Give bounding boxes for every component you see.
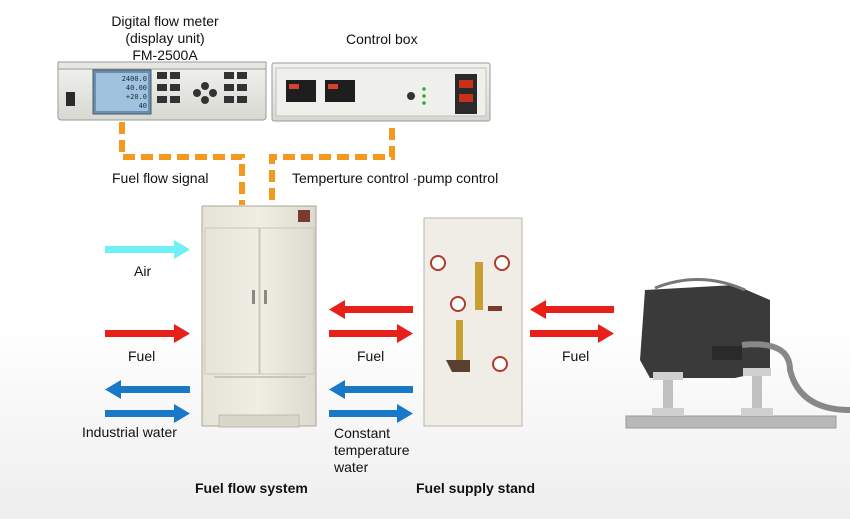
engine-on-stand xyxy=(625,278,850,429)
digital-flow-meter-device xyxy=(57,61,267,121)
fuel-flow-system-label: Fuel flow system xyxy=(195,480,308,496)
fuel-label-left: Fuel xyxy=(128,348,156,364)
signal-lines xyxy=(119,122,395,205)
industrial-water-out-arrow xyxy=(105,380,190,399)
reading-2: 40.00 xyxy=(125,84,147,92)
control-box-label: Control box xyxy=(346,31,418,47)
fuel-return-arrow-middle xyxy=(329,300,413,319)
fuel-supply-stand-panel xyxy=(423,217,523,427)
fuel-return-arrow-right xyxy=(530,300,614,319)
fuel-arrow-left xyxy=(105,324,190,343)
flow-meter-label: Digital flow meter (display unit) FM-250… xyxy=(80,13,250,64)
fuel-label-right: Fuel xyxy=(562,348,590,364)
flow-meter-model: FM-2500A xyxy=(132,47,198,63)
constant-temp-water-in-arrow xyxy=(329,404,413,423)
air-label: Air xyxy=(134,263,152,279)
constant-temp-line1: Constant xyxy=(334,425,391,441)
meter-display: 2400.0 40.00 +20.0 40 xyxy=(97,75,147,111)
constant-temp-line2: temperature xyxy=(334,442,410,458)
fuel-supply-arrow-right xyxy=(530,324,614,343)
fuel-label-middle: Fuel xyxy=(357,348,385,364)
fuel-flow-signal-label: Fuel flow signal xyxy=(112,170,209,186)
control-box-device xyxy=(271,62,491,122)
fuel-flow-system-cabinet xyxy=(201,205,317,428)
constant-temp-water-out-arrow xyxy=(329,380,413,399)
constant-temp-line3: water xyxy=(334,459,369,475)
industrial-water-in-arrow xyxy=(105,404,190,423)
air-arrow xyxy=(105,240,190,259)
constant-temp-water-label: Constant temperature water xyxy=(334,425,409,476)
reading-1: 2400.0 xyxy=(121,75,147,83)
fuel-supply-arrow-middle xyxy=(329,324,413,343)
fuel-supply-stand-label: Fuel supply stand xyxy=(416,480,536,496)
flow-meter-subtitle: (display unit) xyxy=(125,30,205,46)
industrial-water-label: Industrial water xyxy=(82,424,177,440)
reading-3: +20.0 xyxy=(125,93,147,101)
temp-pump-control-label: Temperture control ·pump control xyxy=(292,170,499,186)
meter-buttons xyxy=(157,72,247,104)
reading-4: 40 xyxy=(138,102,147,110)
flow-meter-title: Digital flow meter xyxy=(111,13,219,29)
